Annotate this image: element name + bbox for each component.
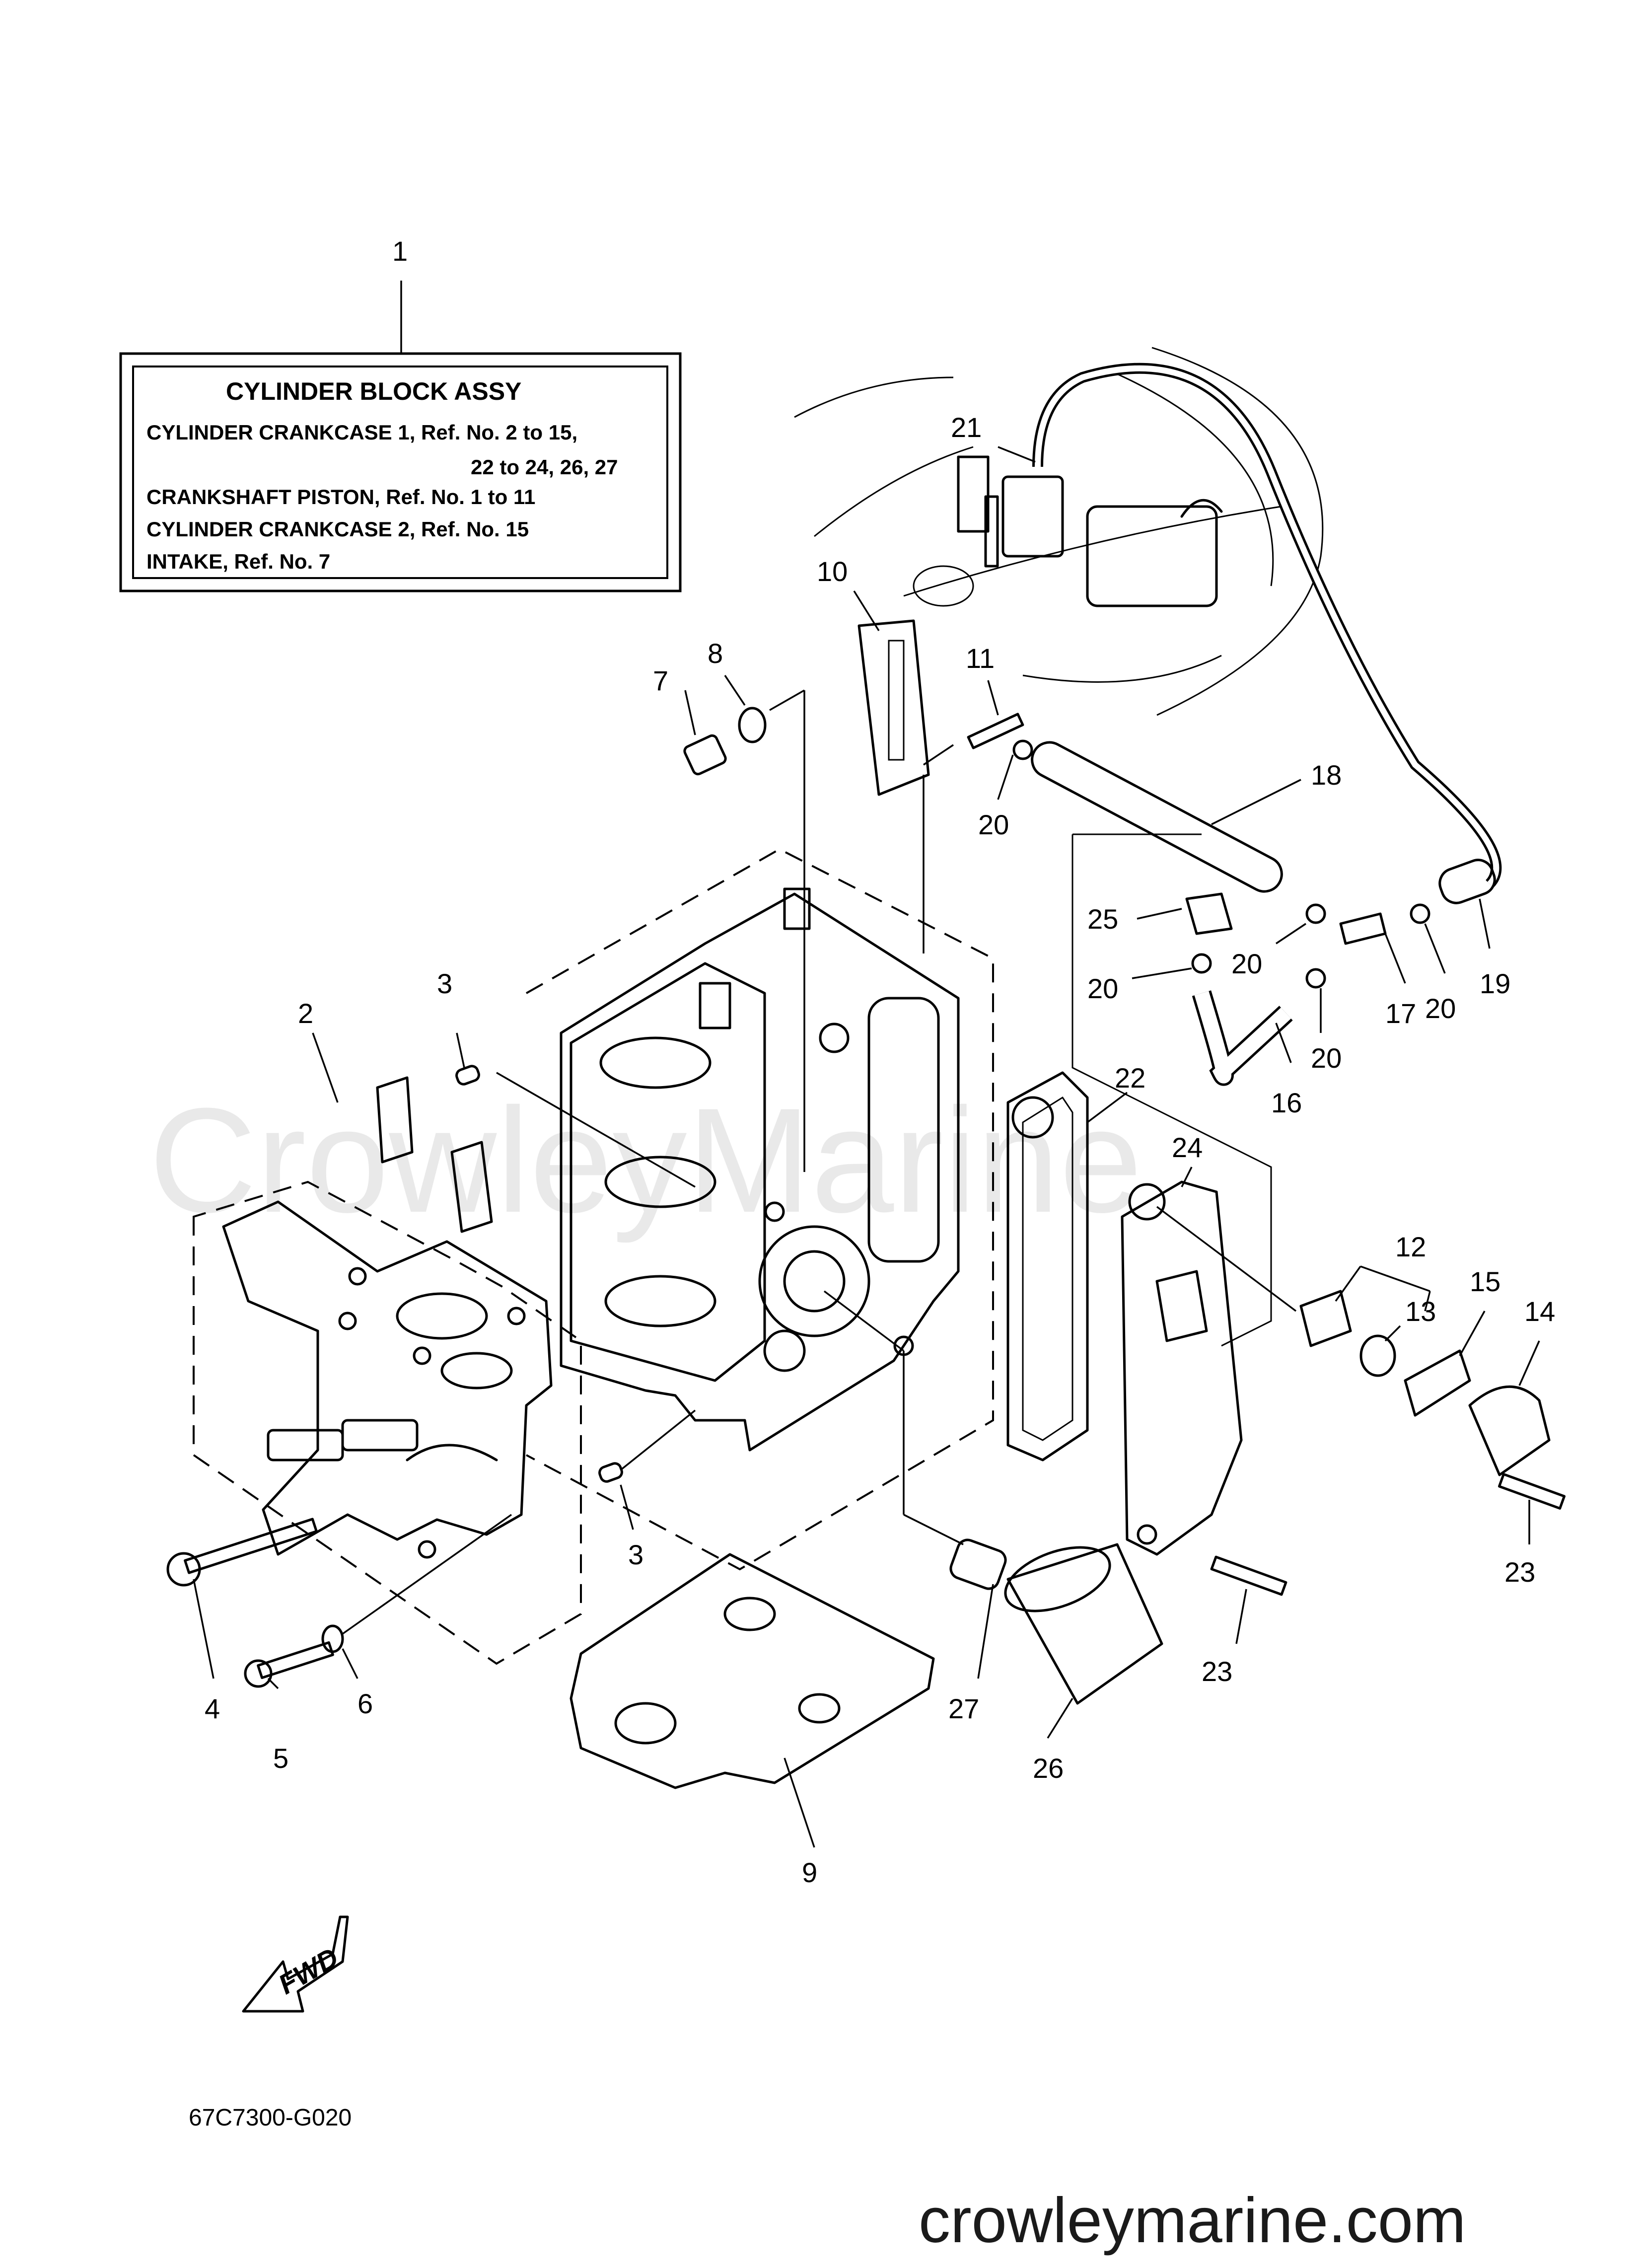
crankcase-part bbox=[222, 1076, 553, 1559]
site-url: crowleymarine.com bbox=[919, 2185, 1466, 2256]
title-box-line-5: INTAKE, Ref. No. 7 bbox=[146, 550, 330, 573]
callout-24: 24 bbox=[1172, 1132, 1203, 1163]
gasket-part bbox=[1006, 1071, 1089, 1462]
callout-1: 1 bbox=[392, 235, 408, 267]
callout-20-c: 20 bbox=[1087, 973, 1118, 1004]
title-box-title: CYLINDER BLOCK ASSY bbox=[226, 377, 521, 405]
callout-6: 6 bbox=[357, 1688, 373, 1719]
fwd-label: FWD bbox=[273, 1941, 344, 2000]
callout-13: 13 bbox=[1405, 1296, 1436, 1327]
title-box-line-4: CYLINDER CRANKCASE 2, Ref. No. 15 bbox=[146, 517, 529, 541]
oil-filter-part bbox=[1004, 1543, 1163, 1705]
callout-20-e: 20 bbox=[1425, 993, 1456, 1024]
callout-4: 4 bbox=[205, 1693, 220, 1724]
oil-pan-gasket-part bbox=[570, 1553, 935, 1789]
callout-7: 7 bbox=[653, 665, 668, 696]
callout-labels: 2 3 3 4 5 6 7 8 9 10 11 12 13 14 15 16 1… bbox=[205, 412, 1555, 1888]
title-box-line-1: CYLINDER CRANKCASE 1, Ref. No. 2 to 15, bbox=[146, 421, 577, 444]
callout-23-lower: 23 bbox=[1202, 1656, 1232, 1687]
cylinder-block-part bbox=[560, 887, 960, 1452]
dashed-group-lines bbox=[193, 833, 1272, 1665]
callout-25: 25 bbox=[1087, 903, 1118, 935]
title-box-line-2: 22 to 24, 26, 27 bbox=[471, 455, 618, 479]
callout-3-upper: 3 bbox=[437, 968, 452, 999]
callout-11: 11 bbox=[966, 643, 995, 674]
watermark-text: CrowleyMarine bbox=[149, 1077, 1142, 1244]
title-box: 1 CYLINDER BLOCK ASSY CYLINDER CRANKCASE… bbox=[119, 235, 682, 592]
callout-16: 16 bbox=[1271, 1087, 1302, 1118]
callout-14: 14 bbox=[1524, 1296, 1555, 1327]
callout-15: 15 bbox=[1470, 1266, 1500, 1297]
callout-22: 22 bbox=[1115, 1062, 1145, 1094]
leader-lines bbox=[193, 446, 1540, 1848]
callout-23-right: 23 bbox=[1504, 1556, 1535, 1588]
callout-10: 10 bbox=[817, 556, 848, 587]
callout-12: 12 bbox=[1395, 1231, 1426, 1262]
callout-9: 9 bbox=[802, 1857, 817, 1888]
callout-20-a: 20 bbox=[978, 809, 1009, 840]
engine-outline bbox=[794, 347, 1502, 888]
title-box-line-3: CRANKSHAFT PISTON, Ref. No. 1 to 11 bbox=[146, 485, 535, 509]
fwd-arrow: FWD bbox=[242, 1915, 349, 2013]
cover-plate-part bbox=[1121, 1180, 1243, 1556]
callout-26: 26 bbox=[1033, 1753, 1064, 1784]
callout-8: 8 bbox=[708, 638, 723, 669]
callout-17: 17 bbox=[1385, 998, 1416, 1029]
small-parts bbox=[166, 619, 1566, 1705]
callout-27: 27 bbox=[948, 1693, 979, 1724]
callout-21: 21 bbox=[951, 412, 982, 443]
callout-5: 5 bbox=[273, 1743, 288, 1774]
callout-2: 2 bbox=[298, 998, 313, 1029]
callout-18: 18 bbox=[1311, 759, 1342, 791]
callout-3-lower: 3 bbox=[628, 1539, 643, 1570]
callout-20-d: 20 bbox=[1311, 1042, 1342, 1074]
callout-19: 19 bbox=[1480, 968, 1510, 999]
callout-20-b: 20 bbox=[1231, 948, 1262, 979]
diagram-code: 67C7300-G020 bbox=[189, 2105, 352, 2131]
